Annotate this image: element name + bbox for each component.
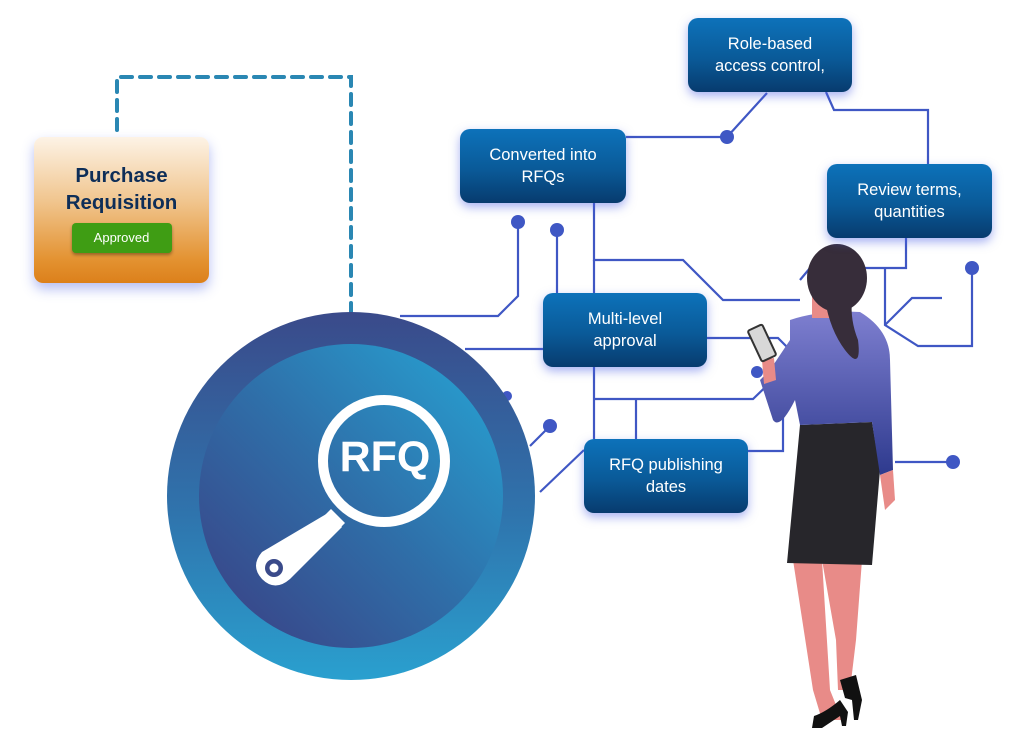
woman-with-phone-illustration bbox=[747, 244, 895, 728]
node-rfq-publishing-dates: RFQ publishing dates bbox=[584, 439, 748, 513]
node-role-based-access-control: Role-based access control, bbox=[688, 18, 852, 92]
purchase-requisition-card: Purchase Requisition Approved bbox=[34, 137, 209, 283]
pin bbox=[946, 455, 960, 469]
pin bbox=[543, 419, 557, 433]
connector-pins bbox=[502, 130, 979, 469]
pin bbox=[751, 366, 763, 378]
dashed-connector bbox=[115, 75, 353, 314]
pin bbox=[511, 215, 525, 229]
node-multi-level-approval: Multi-level approval bbox=[543, 293, 707, 367]
approved-status-badge: Approved bbox=[71, 223, 172, 253]
purchase-requisition-title: Purchase Requisition bbox=[65, 164, 178, 214]
rfq-label: RFQ bbox=[339, 433, 431, 481]
rfq-disc bbox=[167, 312, 535, 680]
pin bbox=[550, 223, 564, 237]
circuit-lines bbox=[400, 91, 974, 493]
node-review-terms-quantities: Review terms, quantities bbox=[827, 164, 992, 238]
pin bbox=[965, 261, 979, 275]
node-converted-into-rfqs: Converted into RFQs bbox=[460, 129, 626, 203]
pin bbox=[720, 130, 734, 144]
magnifier-icon bbox=[256, 395, 450, 586]
